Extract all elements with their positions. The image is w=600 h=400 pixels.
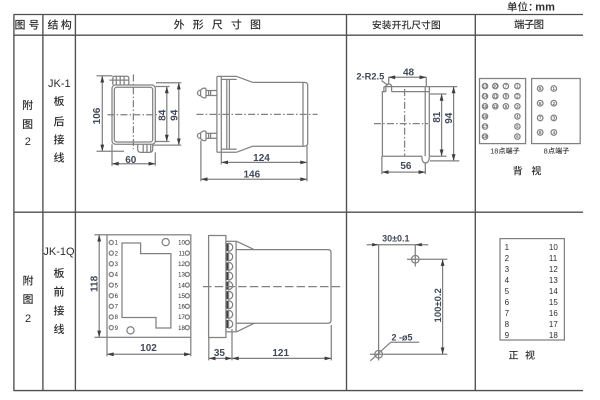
svg-text:10: 10 (549, 243, 558, 252)
svg-text:14: 14 (549, 287, 558, 296)
svg-text:4: 4 (552, 130, 555, 135)
svg-text:30±0.1: 30±0.1 (382, 233, 409, 243)
svg-text:118: 118 (90, 275, 101, 292)
svg-text:7: 7 (505, 84, 508, 89)
svg-text:3: 3 (516, 104, 519, 109)
svg-text:4: 4 (115, 273, 119, 279)
svg-text:2-R2.5: 2-R2.5 (356, 71, 384, 81)
svg-text:8: 8 (544, 146, 548, 155)
svg-text:7: 7 (539, 116, 542, 121)
svg-text:17: 17 (483, 124, 488, 129)
svg-text:7: 7 (115, 305, 119, 311)
svg-text:JK-1: JK-1 (48, 78, 71, 90)
svg-text:102: 102 (140, 343, 157, 354)
svg-text:18: 18 (483, 134, 488, 139)
svg-text:6: 6 (516, 134, 519, 139)
svg-text:5: 5 (516, 124, 519, 129)
svg-text:56: 56 (400, 161, 412, 172)
svg-text:18: 18 (490, 146, 498, 155)
svg-text:35: 35 (214, 348, 226, 359)
svg-text:13: 13 (178, 273, 185, 279)
svg-text:3: 3 (505, 265, 510, 274)
svg-text:13: 13 (483, 84, 488, 89)
svg-text:2 -ø5: 2 -ø5 (392, 333, 413, 343)
svg-text:5: 5 (539, 86, 542, 91)
svg-text:14: 14 (178, 283, 185, 289)
svg-text:9: 9 (505, 104, 508, 109)
svg-text:2: 2 (115, 251, 119, 257)
svg-text:2: 2 (505, 254, 510, 263)
svg-text:1: 1 (115, 241, 119, 247)
svg-text:10: 10 (178, 241, 185, 247)
svg-text:6: 6 (115, 294, 119, 300)
svg-text:8: 8 (505, 320, 510, 329)
svg-text:9: 9 (115, 326, 119, 332)
svg-text:JK-1Q: JK-1Q (43, 246, 75, 258)
svg-text:8: 8 (539, 130, 542, 135)
svg-text:15: 15 (549, 298, 558, 307)
svg-text:94: 94 (444, 112, 455, 124)
svg-text:17: 17 (178, 315, 185, 321)
svg-text:48: 48 (403, 68, 415, 79)
svg-text:81: 81 (432, 111, 443, 123)
svg-text:5: 5 (505, 287, 510, 296)
svg-text:106: 106 (92, 107, 103, 124)
svg-text:84: 84 (157, 109, 168, 121)
svg-text:16: 16 (178, 305, 185, 311)
svg-text:146: 146 (243, 170, 260, 181)
svg-text:2: 2 (25, 313, 31, 325)
svg-text:1: 1 (505, 243, 510, 252)
svg-text:4: 4 (505, 276, 510, 285)
svg-text:12: 12 (178, 262, 185, 268)
svg-text:15: 15 (483, 104, 488, 109)
svg-text:2: 2 (25, 136, 31, 148)
svg-text:121: 121 (272, 348, 289, 359)
svg-text:60: 60 (125, 155, 137, 166)
svg-text:124: 124 (253, 153, 270, 164)
svg-text:18: 18 (549, 331, 558, 340)
svg-text:11: 11 (493, 94, 498, 99)
svg-text:5: 5 (115, 283, 119, 289)
svg-text:13: 13 (549, 276, 558, 285)
svg-text:11: 11 (549, 254, 558, 263)
svg-text:12: 12 (549, 265, 558, 274)
svg-text:6: 6 (539, 101, 542, 106)
svg-text:10: 10 (493, 84, 498, 89)
svg-text:8: 8 (115, 315, 119, 321)
svg-text:94: 94 (169, 109, 180, 121)
svg-text:9: 9 (505, 331, 510, 340)
svg-text:16: 16 (549, 309, 558, 318)
svg-text:1: 1 (552, 86, 555, 91)
svg-text:mm: mm (535, 2, 555, 14)
svg-text:12: 12 (493, 104, 498, 109)
svg-text:2: 2 (552, 101, 555, 106)
svg-text:18: 18 (178, 326, 185, 332)
svg-text:17: 17 (549, 320, 558, 329)
svg-text:14: 14 (483, 94, 488, 99)
svg-text:1: 1 (516, 84, 519, 89)
svg-text:7: 7 (505, 309, 510, 318)
svg-text:16: 16 (483, 114, 488, 119)
svg-text:3: 3 (115, 262, 119, 268)
svg-text:15: 15 (178, 294, 185, 300)
svg-text:2: 2 (516, 94, 519, 99)
svg-text:3: 3 (552, 116, 555, 121)
svg-text:11: 11 (179, 251, 186, 257)
svg-text:100±0.2: 100±0.2 (433, 288, 444, 322)
svg-text:6: 6 (505, 298, 510, 307)
svg-text:8: 8 (505, 94, 508, 99)
svg-text:4: 4 (516, 114, 519, 119)
